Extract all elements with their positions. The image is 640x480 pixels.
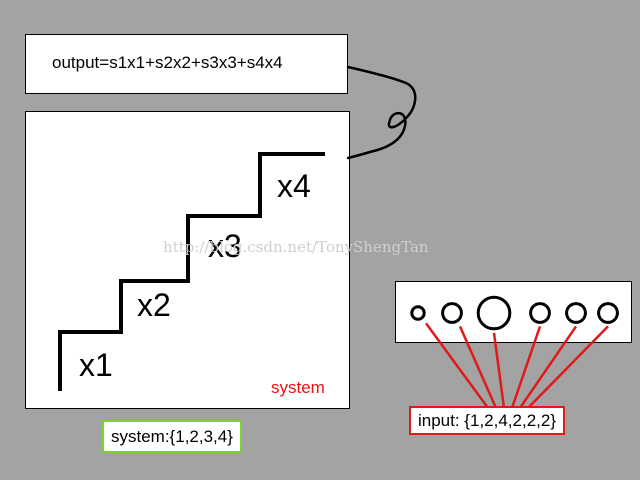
input-connector-line [518, 325, 578, 409]
input-connector-line [424, 322, 490, 409]
input-connector-line [527, 325, 609, 409]
input-caption: input: {1,2,4,2,2,2} [409, 406, 566, 435]
system-box [25, 111, 350, 409]
step-label-x3: x3 [208, 228, 242, 264]
input-circle [529, 302, 551, 324]
step-label-x2: x2 [137, 287, 171, 323]
input-circle [441, 302, 463, 324]
input-connector-line [458, 325, 498, 409]
input-circle [476, 295, 512, 331]
input-connector-line [492, 332, 506, 409]
system-caption: system:{1,2,3,4} [102, 420, 242, 453]
staircase [58, 152, 325, 391]
system-label: system [271, 378, 325, 397]
output-box: output=s1x1+s2x2+s3x3+s4x4 [25, 34, 348, 94]
step-label-x4: x4 [277, 168, 311, 204]
step-label-x1: x1 [79, 347, 113, 383]
input-signal-box [395, 281, 632, 343]
output-equation: output=s1x1+s2x2+s3x3+s4x4 [52, 53, 283, 72]
input-circles [410, 295, 619, 331]
input-circle [565, 302, 587, 324]
input-connectors [424, 322, 609, 409]
input-connector-line [510, 325, 542, 409]
input-circle [597, 302, 619, 324]
input-circle [410, 305, 426, 321]
watermark-text: http://blog.csdn.net/TonyShengTan [163, 238, 429, 256]
feedback-curve [346, 65, 417, 160]
